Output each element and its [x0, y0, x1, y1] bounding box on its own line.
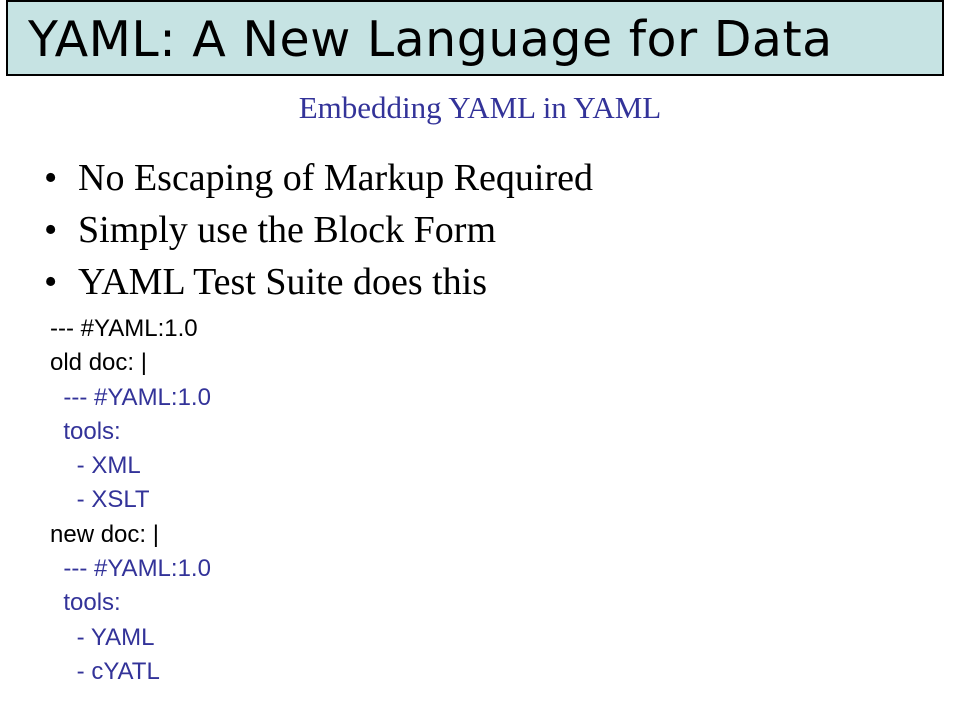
bullet-text: No Escaping of Markup Required: [78, 157, 593, 199]
code-line: - cYATL: [50, 657, 160, 685]
code-line: - XML: [50, 452, 141, 480]
code-line: new doc: |: [50, 520, 159, 548]
code-line: - XSLT: [50, 486, 150, 514]
bullet-icon: •: [44, 261, 58, 303]
bullet-icon: •: [44, 209, 58, 251]
code-line: old doc: |: [50, 349, 147, 377]
bullet-item: • YAML Test Suite does this: [44, 256, 593, 308]
yaml-code-block: --- #YAML:1.0 old doc: | --- #YAML:1.0 t…: [50, 312, 211, 689]
bullet-icon: •: [44, 157, 58, 199]
code-line: --- #YAML:1.0: [50, 383, 211, 411]
slide-title: YAML: A New Language for Data: [28, 11, 833, 68]
title-bar: YAML: A New Language for Data: [6, 0, 944, 76]
code-line: --- #YAML:1.0: [50, 315, 198, 342]
code-line: --- #YAML:1.0: [50, 555, 211, 583]
code-line: tools:: [50, 417, 121, 445]
bullet-item: • No Escaping of Markup Required: [44, 152, 593, 204]
bullet-item: • Simply use the Block Form: [44, 204, 593, 256]
slide-subtitle: Embedding YAML in YAML: [298, 90, 662, 125]
bullet-list: • No Escaping of Markup Required • Simply …: [44, 152, 593, 308]
code-line: - YAML: [50, 623, 155, 651]
bullet-text: Simply use the Block Form: [78, 209, 496, 251]
bullet-text: YAML Test Suite does this: [78, 261, 488, 303]
code-line: tools:: [50, 589, 121, 617]
